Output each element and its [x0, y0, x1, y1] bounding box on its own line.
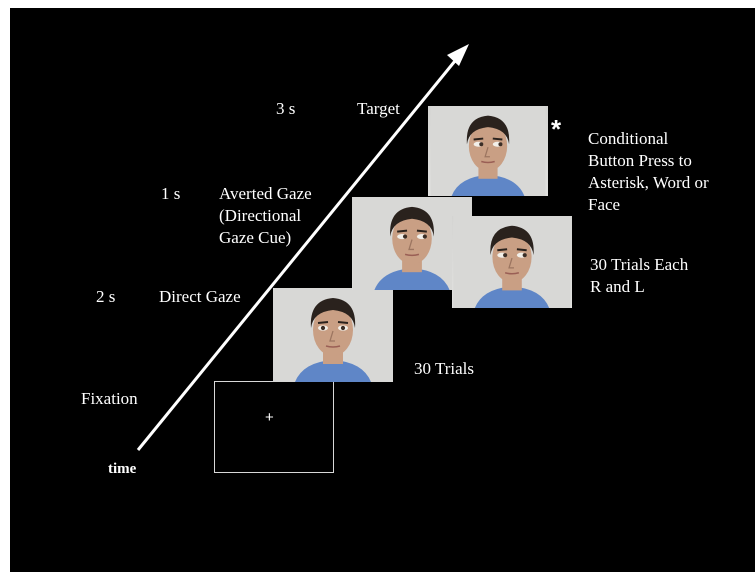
direct-gaze-label: Direct Gaze	[159, 287, 241, 306]
face-part-10	[422, 234, 427, 239]
fixation-label: Fixation	[81, 389, 138, 408]
target-duration: 3 s	[276, 99, 296, 118]
face-part-6	[416, 229, 427, 233]
fixation-cross: +	[265, 409, 274, 426]
averted-gaze-face-photo-2	[452, 216, 572, 308]
averted-gaze-label-line-1: Averted Gaze	[219, 184, 312, 203]
face-part-1	[474, 286, 550, 308]
face-part-12	[481, 160, 495, 164]
trials-each-line-2: R and L	[590, 277, 645, 296]
direct-gaze-duration: 2 s	[96, 287, 116, 306]
face-part-6	[337, 321, 349, 324]
face-part-9	[479, 142, 484, 147]
face-part-12	[404, 253, 420, 257]
time-arrow	[136, 44, 469, 451]
face-part-11	[329, 330, 335, 342]
fixation-screen: +	[214, 381, 334, 473]
face-part-4	[466, 115, 510, 145]
time-arrow-head	[447, 44, 469, 66]
target-asterisk: *	[551, 114, 562, 144]
face-part-4	[310, 298, 356, 328]
time-label: time	[108, 461, 137, 477]
response-note-line-2: Button Press to	[588, 151, 692, 170]
face-part-11	[484, 146, 490, 158]
averted-gaze-duration: 1 s	[161, 184, 181, 203]
face-part-6	[516, 248, 527, 252]
face-part-6	[492, 137, 503, 141]
response-note-line-1: Conditional	[588, 129, 669, 148]
face-part-10	[522, 253, 527, 258]
face-part-5	[317, 321, 329, 324]
diagram-canvas: time Fixation 2 s Direct Gaze 1 s Averte…	[10, 8, 755, 572]
face-part-5	[473, 137, 484, 141]
response-note-line-3: Asterisk, Word or	[588, 173, 709, 192]
averted-gaze-label-line-3: Gaze Cue)	[219, 228, 292, 247]
averted-gaze-label-line-2: (Directional	[219, 206, 302, 225]
face-part-5	[397, 229, 408, 233]
face-part-10	[340, 325, 346, 331]
face-part-3	[313, 304, 353, 356]
response-note-line-4: Face	[588, 195, 621, 214]
face-part-12	[504, 272, 520, 275]
face-part-9	[320, 325, 326, 331]
target-label: Target	[357, 99, 400, 118]
face-part-5	[497, 248, 508, 252]
face-part-1	[374, 268, 450, 290]
face-part-9	[402, 234, 408, 239]
target-face-photo	[428, 106, 548, 196]
face-part-3	[492, 231, 532, 283]
face-part-4	[490, 225, 534, 256]
face-part-1	[451, 174, 525, 196]
face-part-12	[325, 345, 341, 348]
trials-each-line-1: 30 Trials Each	[590, 255, 689, 274]
face-part-10	[498, 142, 503, 147]
face-part-11	[408, 239, 414, 251]
face-part-3	[392, 212, 432, 265]
trials-note: 30 Trials	[414, 359, 474, 378]
face-part-9	[503, 253, 508, 258]
face-part-3	[468, 121, 508, 172]
direct-gaze-face-photo	[273, 288, 393, 382]
face-part-1	[295, 360, 371, 382]
face-part-4	[390, 206, 434, 237]
face-part-11	[508, 257, 514, 269]
